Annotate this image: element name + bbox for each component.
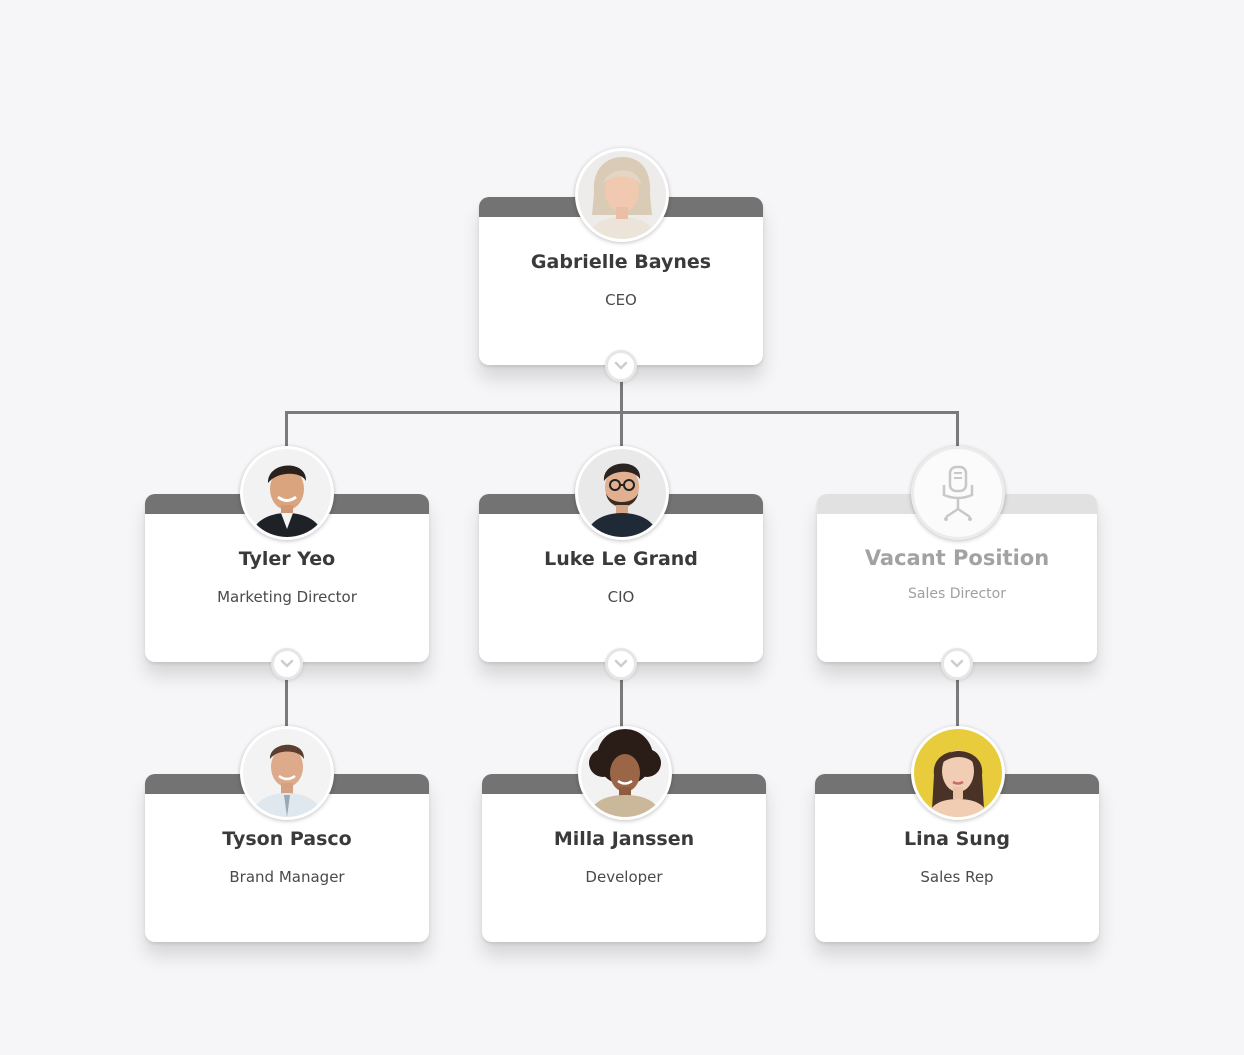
avatar-gabrielle-baynes xyxy=(575,148,669,242)
expand-toggle-ceo[interactable] xyxy=(605,350,637,382)
card-ceo[interactable]: Gabrielle Baynes CEO xyxy=(479,197,763,365)
avatar-tyson-pasco xyxy=(240,726,334,820)
connector-luke-milla xyxy=(620,678,623,730)
chevron-down-icon xyxy=(614,361,628,370)
person-name: Tyler Yeo xyxy=(238,548,336,570)
avatar-luke-le-grand xyxy=(575,446,669,540)
expand-toggle-tyler[interactable] xyxy=(271,648,303,680)
connector-vacant-lina xyxy=(956,678,959,730)
person-role: CEO xyxy=(605,291,637,309)
person-name: Gabrielle Baynes xyxy=(530,251,712,273)
person-name: Lina Sung xyxy=(904,828,1010,850)
connector-to-luke xyxy=(620,411,623,451)
person-role: Developer xyxy=(585,868,663,886)
card-vacant-position[interactable]: Vacant Position Sales Director xyxy=(817,494,1097,662)
person-role: Sales Director xyxy=(908,586,1006,602)
card-tyler-yeo[interactable]: Tyler Yeo Marketing Director xyxy=(145,494,429,662)
chevron-down-icon xyxy=(614,659,628,668)
person-role: Marketing Director xyxy=(217,588,357,606)
connector-to-vacant xyxy=(956,411,959,451)
person-name: Tyson Pasco xyxy=(222,828,352,850)
office-chair-icon xyxy=(942,465,974,521)
connector-tyler-tyson xyxy=(285,678,288,730)
person-role: Sales Rep xyxy=(920,868,994,886)
person-name: Vacant Position xyxy=(864,546,1050,570)
chevron-down-icon xyxy=(950,659,964,668)
connector-ceo-down xyxy=(620,380,623,414)
avatar-tyler-yeo xyxy=(240,446,334,540)
expand-toggle-luke[interactable] xyxy=(605,648,637,680)
avatar-lina-sung xyxy=(911,726,1005,820)
connector-to-tyler xyxy=(285,411,288,451)
chevron-down-icon xyxy=(280,659,294,668)
person-role: Brand Manager xyxy=(229,868,345,886)
avatar-milla-janssen xyxy=(578,726,672,820)
person-name: Luke Le Grand xyxy=(544,548,698,570)
expand-toggle-vacant[interactable] xyxy=(941,648,973,680)
person-name: Milla Janssen xyxy=(553,828,695,850)
avatar-vacant-position xyxy=(911,446,1005,540)
person-role: CIO xyxy=(607,588,635,606)
